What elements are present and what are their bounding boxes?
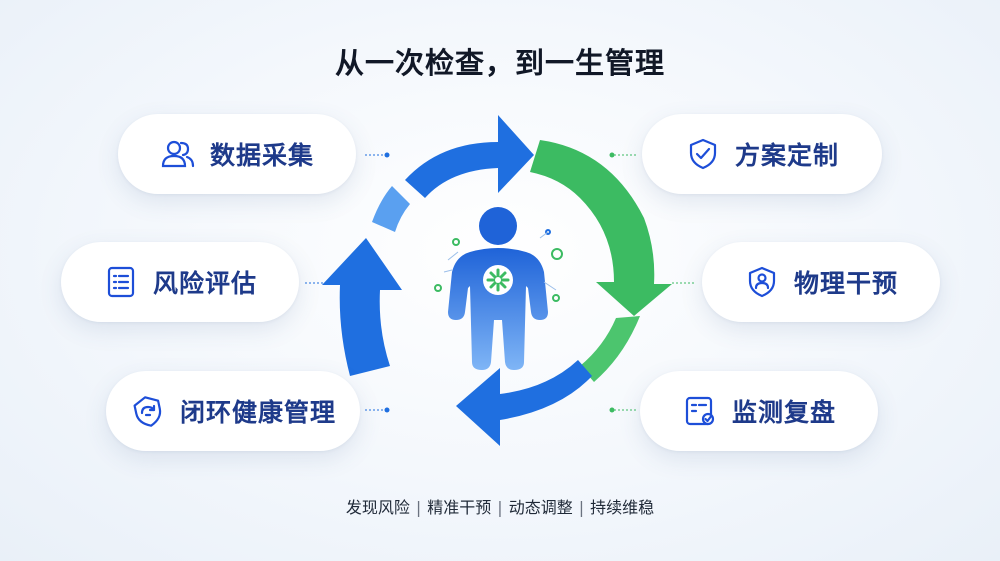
footer-item: 发现风险 — [345, 498, 410, 517]
connector-closed-loop — [365, 407, 390, 413]
card-closed-loop[interactable]: 闭环健康管理 — [106, 371, 360, 451]
card-physical-label: 物理干预 — [793, 269, 898, 298]
cycle-arrow-left — [322, 238, 402, 376]
card-physical[interactable]: 物理干预 — [702, 242, 940, 322]
shield-person-icon — [744, 264, 780, 300]
footer-item: 精准干预 — [427, 498, 492, 517]
footer-item: 持续维稳 — [590, 498, 655, 517]
connector-plan — [609, 152, 636, 158]
card-monitor-label: 监测复盘 — [731, 398, 836, 427]
shield-check-icon — [685, 136, 721, 172]
footer-separator: | — [497, 498, 503, 517]
shield-cycle-icon — [130, 393, 166, 429]
card-data-collection-label: 数据采集 — [209, 141, 314, 170]
card-risk-assessment-label: 风险评估 — [152, 269, 257, 298]
connector-risk-assessment — [305, 282, 327, 284]
connector-monitor — [609, 407, 636, 413]
decor-network — [434, 229, 563, 302]
cycle-arrow-top — [405, 115, 534, 198]
cycle-segment-left — [372, 186, 410, 232]
card-data-collection[interactable]: 数据采集 — [118, 114, 356, 194]
person-medical-icon — [448, 207, 548, 370]
connector-data-collection — [365, 152, 390, 158]
footer-separator: | — [415, 498, 422, 517]
cycle-arrow-right — [530, 140, 672, 316]
card-plan-label: 方案定制 — [734, 141, 839, 170]
card-risk-assessment[interactable]: 风险评估 — [61, 242, 299, 322]
page-title: 从一次检查，到一生管理 — [334, 46, 665, 80]
footer-item: 动态调整 — [508, 498, 573, 517]
users-icon — [160, 136, 196, 172]
card-monitor[interactable]: 监测复盘 — [640, 371, 878, 451]
list-document-icon — [103, 264, 139, 300]
report-check-icon — [682, 393, 718, 429]
cycle-diagram — [322, 115, 672, 446]
footer-separator: | — [578, 498, 585, 517]
connector-physical — [672, 282, 696, 284]
footer-tagline: 发现风险 | 精准干预 | 动态调整 | 持续维稳 — [0, 494, 1000, 518]
cycle-arrow-bottom — [456, 360, 592, 446]
cycle-segment-bottom-right — [580, 316, 640, 382]
card-plan[interactable]: 方案定制 — [642, 114, 882, 194]
card-closed-loop-label: 闭环健康管理 — [179, 398, 336, 427]
